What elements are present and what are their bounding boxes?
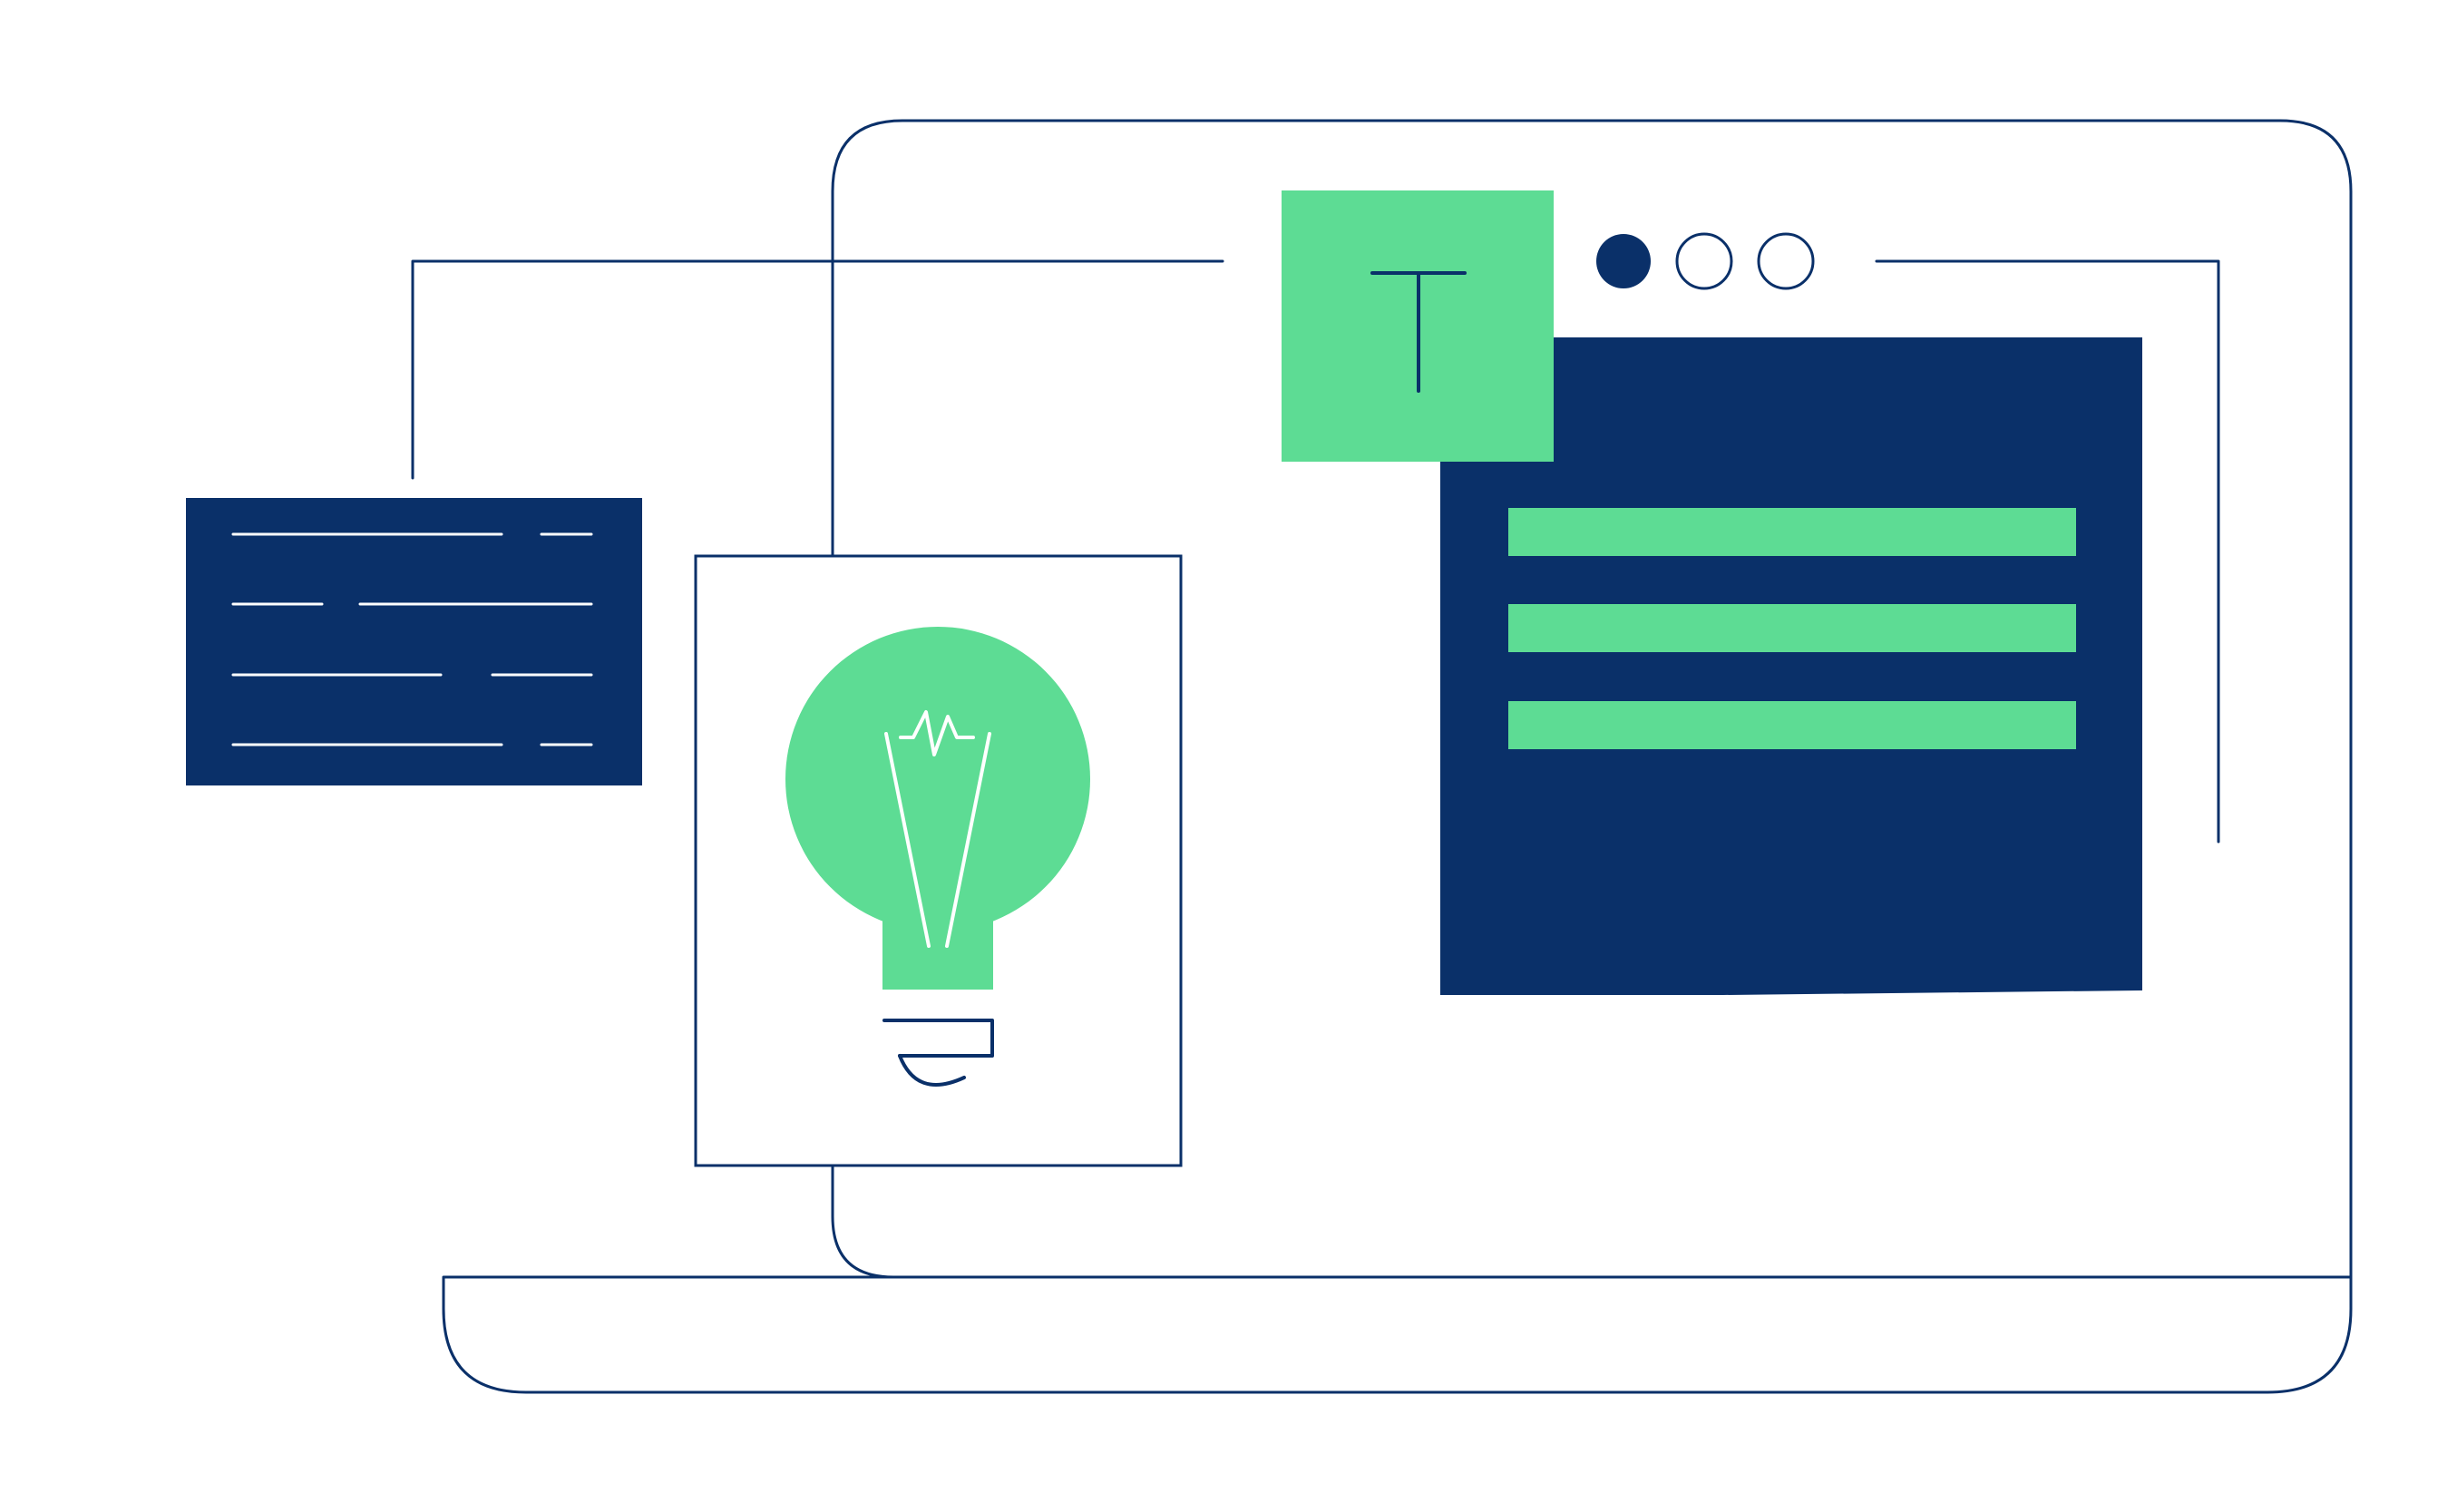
window-controls xyxy=(1596,232,1815,290)
lightbulb-globe xyxy=(785,627,1090,932)
laptop-screen-outline xyxy=(831,119,2353,1279)
lightbulb-card xyxy=(694,554,1183,1167)
lightbulb-tip xyxy=(898,1054,966,1087)
lightbulb-icon xyxy=(785,627,1090,1087)
window-dot-filled[interactable] xyxy=(1596,234,1651,288)
connector-left xyxy=(411,259,1224,480)
lightbulb-filament-left xyxy=(884,732,931,948)
content-panel-bg xyxy=(1440,337,2142,995)
content-bar xyxy=(1508,604,2076,652)
text-tool-icon[interactable] xyxy=(1282,190,1554,462)
content-panel xyxy=(1440,337,2142,995)
window-dot-outline[interactable] xyxy=(1757,232,1815,290)
content-bar xyxy=(1508,508,2076,556)
laptop-base-outline xyxy=(442,1275,2353,1394)
window-dot-outline[interactable] xyxy=(1675,232,1733,290)
document-panel xyxy=(186,498,642,785)
lightbulb-base xyxy=(882,1019,994,1058)
lightbulb-neck xyxy=(882,871,993,990)
document-lines-icon xyxy=(186,498,642,785)
connector-right xyxy=(1875,259,2220,844)
lightbulb-filament-spark xyxy=(899,710,975,756)
content-bar xyxy=(1508,701,2076,749)
lightbulb-filament-right xyxy=(945,732,991,948)
